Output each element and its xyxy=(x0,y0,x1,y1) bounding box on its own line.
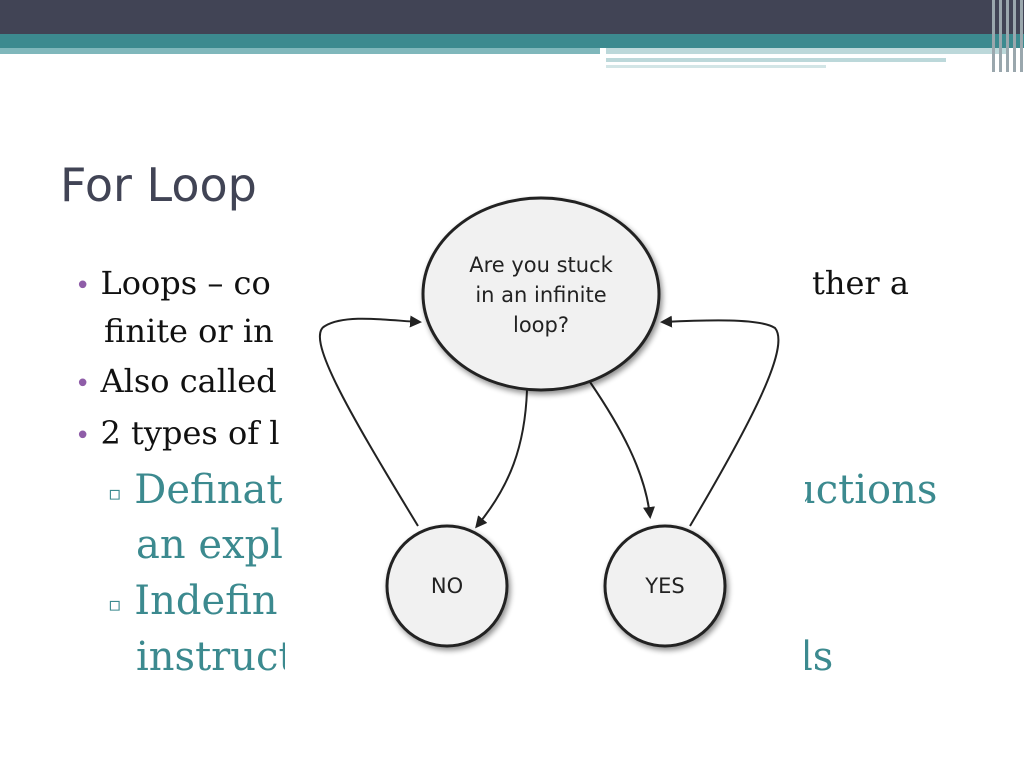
header-accent-bar xyxy=(0,34,1024,48)
sub-bullet-text-continued: an expl xyxy=(136,522,283,568)
sub-bullet-text: Definat xyxy=(134,467,283,513)
sub-bullet-item: ▫ Indefin xyxy=(108,578,278,624)
bullet-text-continued: finite or in xyxy=(104,312,274,350)
arrow-yes-to-question xyxy=(660,315,780,527)
bullet-text: Loops – co xyxy=(100,264,271,302)
yes-node xyxy=(603,524,727,648)
sub-bullet-text-continued: instruct xyxy=(136,634,295,680)
bullet-text: 2 types of l xyxy=(100,414,280,452)
arrow-question-to-no xyxy=(475,389,528,529)
decorative-stripes xyxy=(990,0,1024,72)
bullet-dot-icon: • xyxy=(75,369,91,399)
header-accent-line xyxy=(0,48,600,54)
sub-bullet-item: ▫ Definat xyxy=(108,467,282,513)
square-bullet-icon: ▫ xyxy=(108,592,122,616)
bullet-item: • 2 types of l xyxy=(75,414,280,452)
sub-bullet-text: Indefin xyxy=(134,578,278,624)
question-text-line1: Are you stuck xyxy=(469,253,613,277)
yes-label: YES xyxy=(644,574,684,598)
bullet-text: Also called xyxy=(100,362,277,400)
header-bar xyxy=(0,0,1024,34)
decorative-line xyxy=(606,58,946,62)
no-node xyxy=(385,524,509,648)
infinite-loop-flowchart: Are you stuck in an infinite loop? NO YE… xyxy=(285,196,805,686)
no-label: NO xyxy=(431,574,463,598)
decorative-line xyxy=(606,65,826,68)
arrow-no-to-question xyxy=(318,315,422,527)
question-text-line3: loop? xyxy=(513,313,569,337)
slide-title: For Loop xyxy=(60,158,257,212)
bullet-item: • Loops – co xyxy=(75,264,271,302)
question-node xyxy=(421,196,661,392)
sub-bullet-text-right: ls xyxy=(800,634,834,680)
decorative-line xyxy=(606,48,1006,54)
bullet-text-right: ther a xyxy=(812,264,909,302)
bullet-item: • Also called xyxy=(75,362,277,400)
arrow-question-to-yes xyxy=(589,381,655,519)
sub-bullet-text-right: uctions xyxy=(790,467,938,513)
square-bullet-icon: ▫ xyxy=(108,481,122,505)
bullet-dot-icon: • xyxy=(75,271,91,301)
bullet-dot-icon: • xyxy=(75,421,91,451)
question-text-line2: in an infinite xyxy=(475,283,606,307)
